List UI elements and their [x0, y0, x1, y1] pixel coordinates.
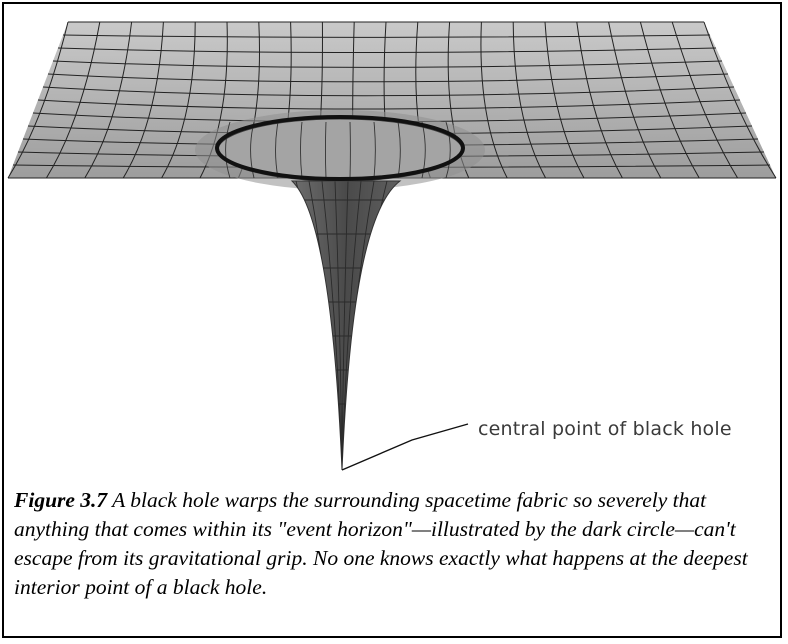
grid-line-vertical	[639, 21, 700, 179]
grid-line-vertical	[512, 21, 547, 179]
grid-line-vertical	[480, 21, 508, 179]
grid-line-horizontal	[57, 47, 717, 53]
figure-number: Figure 3.7	[14, 488, 108, 512]
grid-line-vertical	[122, 21, 164, 179]
grid-line-vertical	[7, 21, 69, 179]
mouth-grid-line	[373, 121, 376, 179]
callout-line	[341, 423, 469, 471]
mouth-grid-line	[225, 121, 231, 179]
grid-line-vertical	[576, 21, 623, 179]
grid-line-vertical	[84, 21, 133, 179]
mouth-grid-line	[397, 121, 401, 179]
mouth-grid-line	[300, 121, 303, 179]
grid-line-vertical	[671, 21, 739, 179]
central-point-label: central point of black hole	[478, 418, 732, 440]
mouth-grid-line	[445, 121, 451, 179]
grid-line-vertical	[544, 21, 585, 179]
spacetime-sheet	[8, 22, 776, 178]
grid-line-horizontal	[62, 34, 711, 38]
funnel-grid-line	[321, 181, 343, 470]
grid-line-horizontal	[42, 86, 735, 97]
funnel-grid-line	[341, 181, 349, 470]
grid-line-vertical	[608, 21, 662, 179]
grid-line-horizontal	[37, 99, 741, 110]
funnel-grid-line	[334, 181, 343, 470]
funnel-grid-line	[341, 181, 362, 470]
caption-text: A black hole warps the surrounding space…	[14, 488, 748, 599]
figure-caption: Figure 3.7 A black hole warps the surrou…	[14, 486, 774, 602]
grid-line-vertical	[703, 21, 777, 179]
grid-line-vertical	[161, 21, 196, 179]
grid-line-horizontal	[52, 60, 723, 68]
grid-line-horizontal	[47, 73, 729, 83]
mouth-grid-line	[324, 121, 327, 179]
black-hole-funnel	[290, 180, 402, 471]
grid-line-vertical	[45, 21, 101, 179]
event-horizon-circle	[215, 115, 465, 181]
